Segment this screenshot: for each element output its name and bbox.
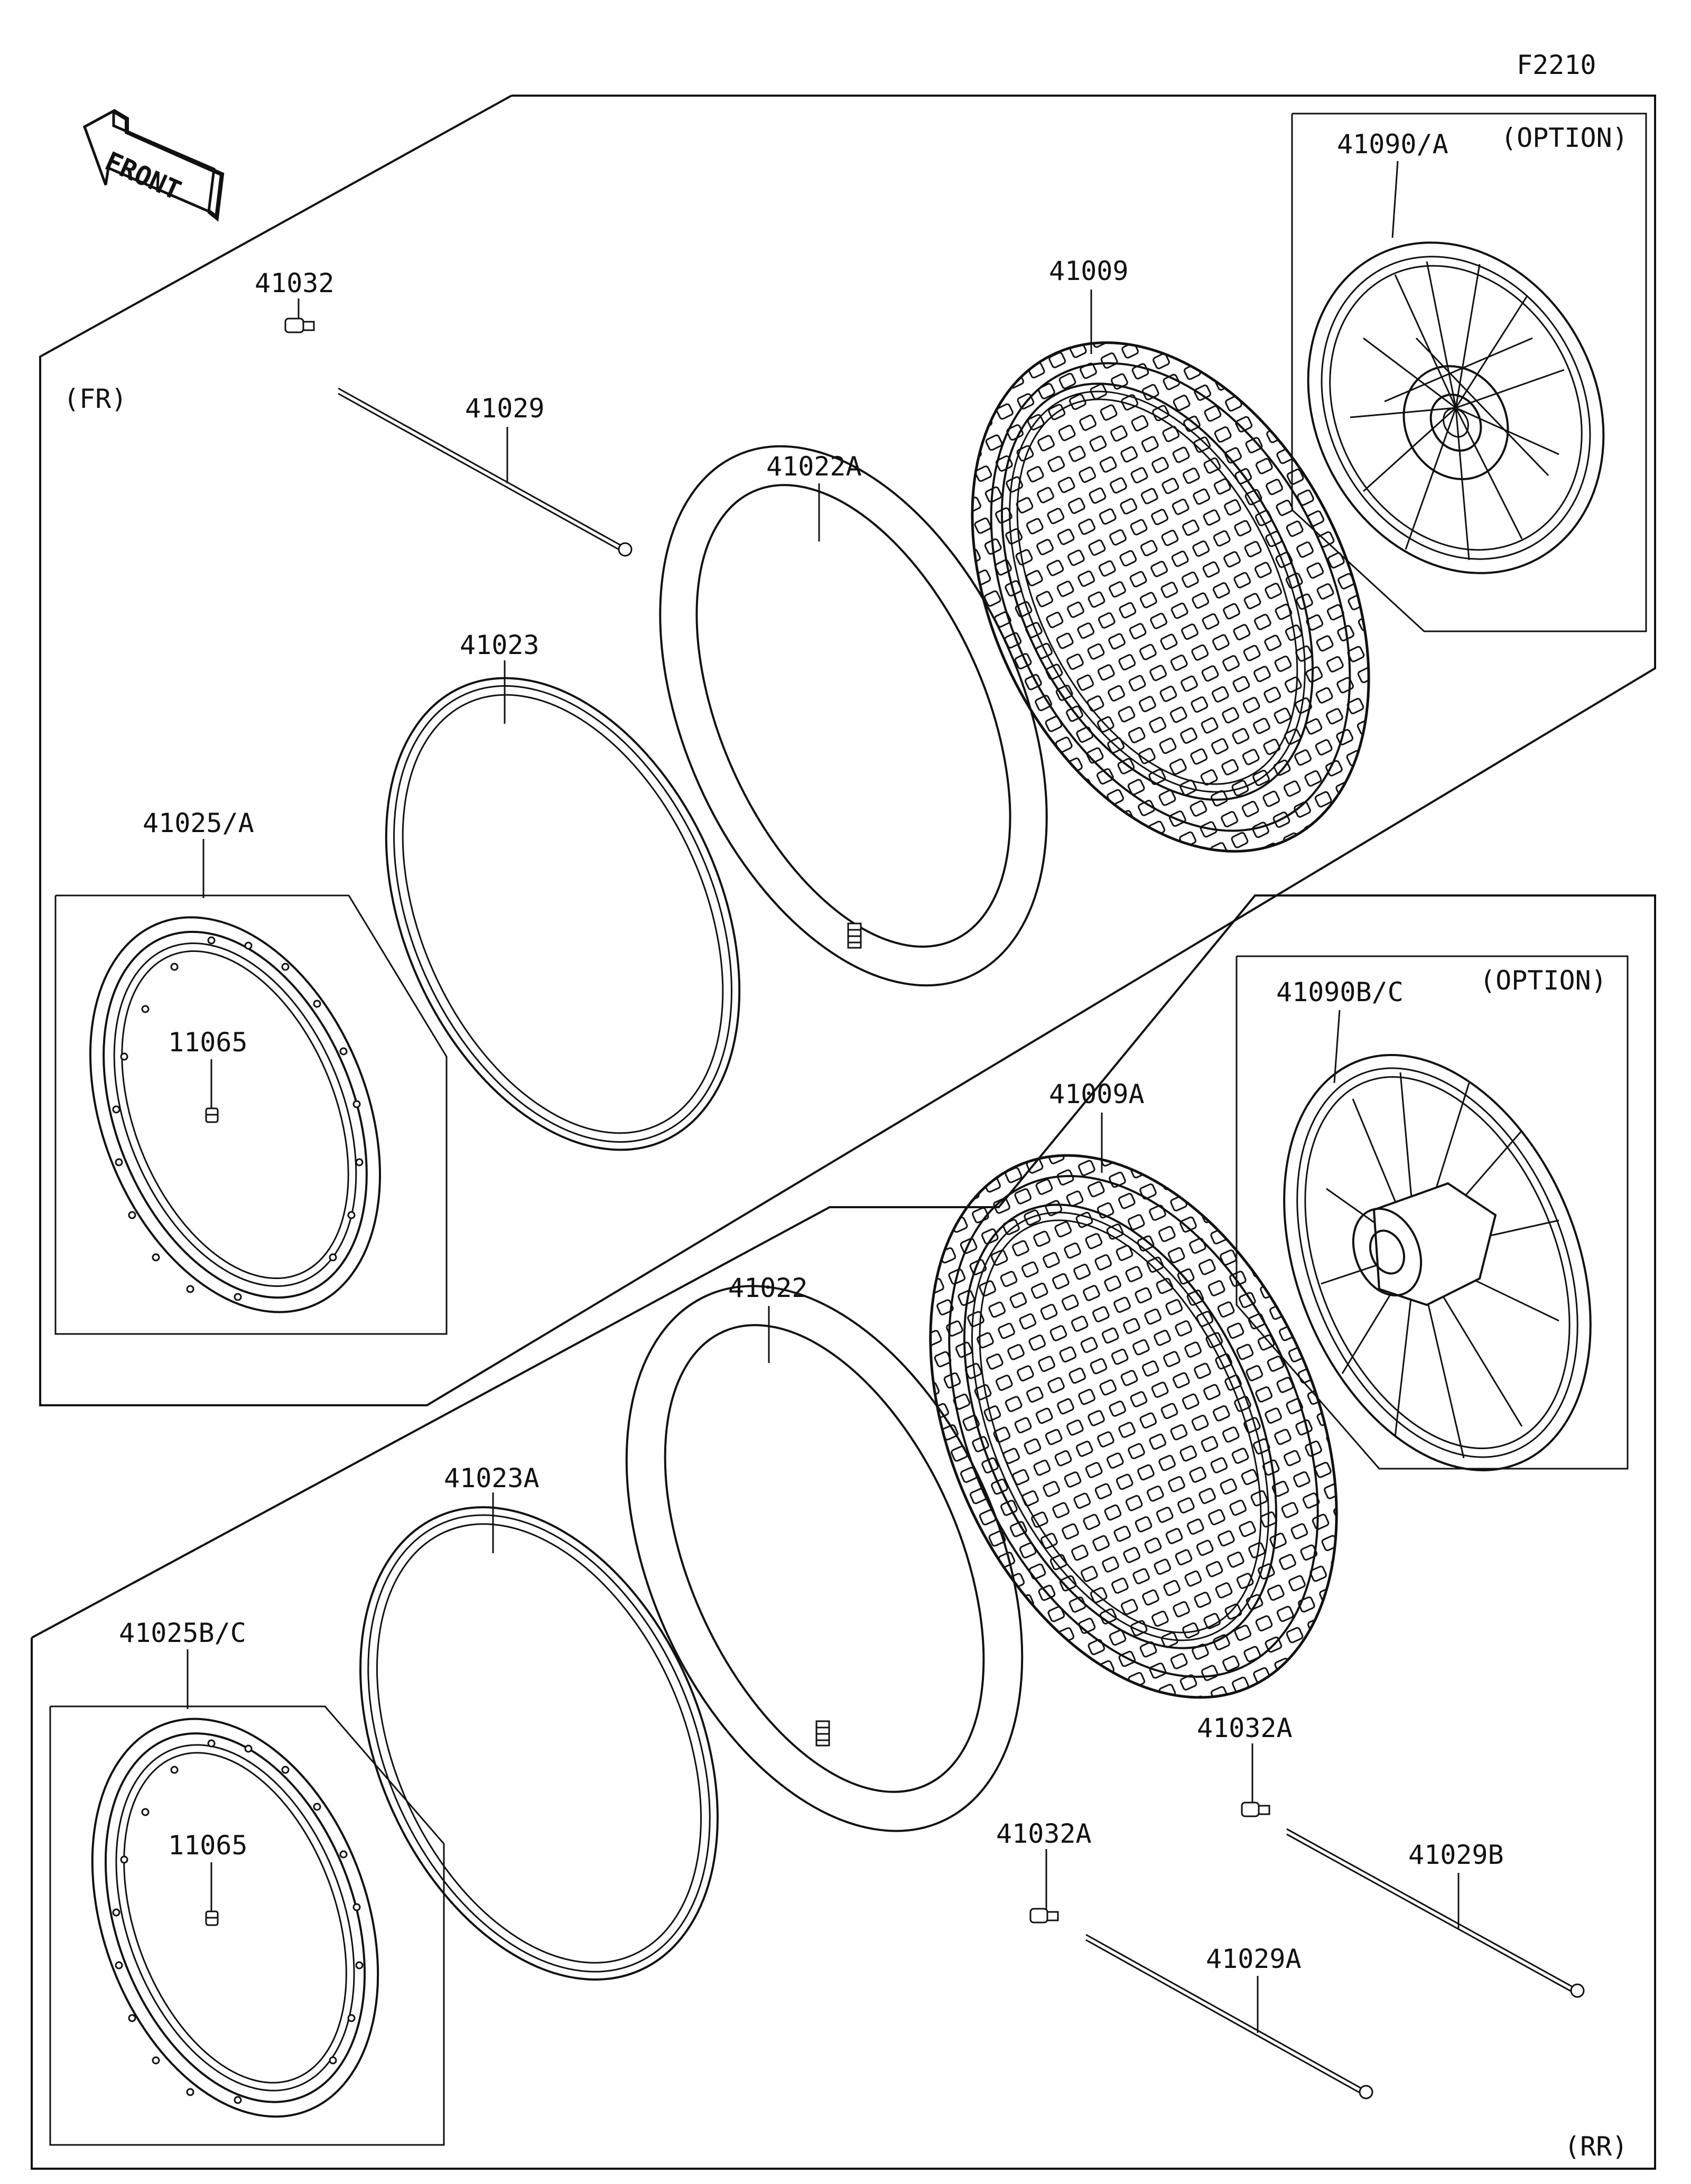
front-rim-band[interactable] [317, 623, 809, 1206]
rear-tube[interactable] [548, 1225, 1101, 1892]
front-spoke-nipple[interactable] [284, 318, 315, 333]
front-wheel-assembly[interactable] [1251, 191, 1660, 626]
front-section-frame [39, 95, 1656, 1406]
rear-rim-nipple-part-number: 11065 [168, 1830, 248, 1861]
front-rim-box [54, 894, 448, 1335]
front-rim-nipple[interactable] [205, 1107, 219, 1123]
rear-option-label: (OPTION) [1480, 965, 1607, 996]
front-spoke-part-number: 41029 [465, 393, 545, 424]
rear-spoke-nipple-inner-part-number: 41032A [996, 1818, 1092, 1849]
front-rim-part-number: 41025/A [143, 808, 254, 838]
leader-line [1391, 161, 1399, 238]
rear-wheel-assembly[interactable] [1227, 1010, 1649, 1516]
rear-spoke-nipple-outer[interactable] [1241, 1802, 1270, 1817]
rear-tube-part-number: 41022 [728, 1273, 808, 1303]
front-rim[interactable] [35, 874, 435, 1356]
rear-spoke-outer[interactable] [1286, 1828, 1585, 1998]
figure-code: F2210 [1517, 50, 1596, 80]
front-tire-part-number: 41009 [1049, 256, 1129, 286]
front-rim-band-part-number: 41023 [460, 630, 540, 660]
rear-spoke-nipple-outer-part-number: 41032A [1197, 1713, 1293, 1743]
rear-rim-band-part-number: 41023A [444, 1463, 540, 1494]
rear-spoke-inner-part-number: 41029A [1206, 1944, 1302, 1974]
rear-section-label: (RR) [1564, 2131, 1628, 2162]
front-tube-part-number: 41022A [766, 451, 862, 482]
rear-rim-band[interactable] [291, 1451, 787, 2036]
rear-rim-part-number: 41025B/C [119, 1618, 246, 1648]
front-option-box [1291, 113, 1647, 632]
rear-spoke-outer-part-number: 41029B [1408, 1840, 1504, 1870]
front-wheel-part-number: 41090/A [1337, 129, 1448, 160]
rear-rim[interactable] [41, 1679, 430, 2157]
front-spoke[interactable] [338, 387, 633, 557]
rear-rim-nipple[interactable] [205, 1910, 219, 1926]
front-section-label: (FR) [63, 384, 127, 414]
rear-tire[interactable] [851, 1091, 1416, 1761]
rear-spoke-inner[interactable] [1085, 1934, 1373, 2099]
rear-wheel-part-number: 41090B/C [1276, 977, 1404, 1007]
front-tire[interactable] [893, 277, 1447, 917]
front-arrow-icon: FRONT [82, 108, 225, 222]
front-option-label: (OPTION) [1501, 123, 1628, 153]
front-spoke-nipple-part-number: 41032 [255, 268, 335, 298]
front-tube[interactable] [583, 387, 1124, 1046]
rear-tire-part-number: 41009A [1049, 1079, 1145, 1109]
rear-section-frame [31, 894, 1656, 2170]
front-rim-nipple-part-number: 11065 [168, 1027, 248, 1058]
rear-rim-box [49, 1705, 445, 2146]
leader-line [1333, 1010, 1341, 1084]
rear-spoke-nipple-inner[interactable] [1029, 1908, 1059, 1924]
